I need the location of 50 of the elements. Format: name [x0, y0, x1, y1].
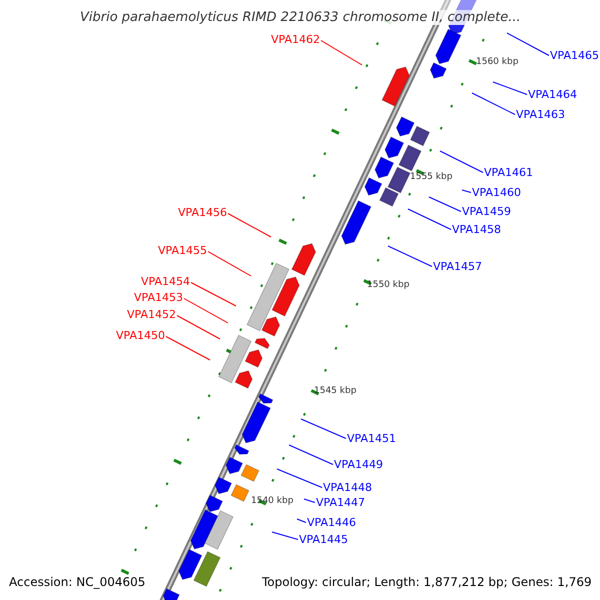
leader-line	[428, 196, 462, 212]
leader-line	[183, 298, 228, 324]
gene-label: VPA1446	[307, 517, 356, 528]
gene-label: VPA1458	[452, 224, 501, 235]
leader-line	[320, 40, 362, 66]
gene-label: VPA1452	[127, 309, 176, 320]
leader-line	[272, 532, 298, 540]
scale-label: 1560 kbp	[476, 58, 518, 67]
gene-label: VPA1456	[178, 207, 227, 218]
leader-line	[190, 282, 236, 306]
leader-line	[440, 150, 484, 173]
gene-label: VPA1459	[462, 206, 511, 217]
scale-label: 1555 kbp	[410, 173, 452, 182]
gene-label: VPA1445	[299, 534, 348, 545]
map-title: Vibrio parahaemolyticus RIMD 2210633 chromosome II, complete...	[80, 10, 521, 25]
leader-line	[165, 336, 210, 360]
leader-line	[388, 246, 432, 267]
leader-line	[176, 315, 220, 340]
gene-label: VPA1462	[271, 34, 320, 45]
leader-line	[300, 418, 346, 439]
scale-label: 1545 kbp	[314, 387, 356, 396]
scale-label: 1550 kbp	[367, 281, 410, 290]
gene-label: VPA1465	[550, 50, 599, 61]
leader-line	[462, 190, 472, 193]
leader-line	[207, 251, 252, 276]
gene-label: VPA1450	[116, 330, 165, 341]
gene-label: VPA1464	[528, 89, 577, 100]
gene-label: VPA1453	[134, 292, 183, 303]
leader-line	[492, 82, 528, 95]
leader-line	[408, 208, 452, 230]
gene-label: VPA1451	[347, 433, 396, 444]
gene-label: VPA1448	[323, 482, 372, 493]
gene-label: VPA1449	[334, 459, 383, 470]
leader-line	[288, 444, 334, 465]
gene-label: VPA1463	[516, 109, 565, 120]
gene-label: VPA1461	[484, 167, 533, 178]
leader-line	[276, 468, 322, 488]
gene-label: VPA1455	[158, 245, 207, 256]
accession-text: Accession: NC_004605	[9, 576, 146, 588]
scale-label: 1540 kbp	[251, 497, 294, 506]
gene-label: VPA1447	[316, 497, 365, 508]
leader-line	[472, 92, 516, 115]
leader-line	[227, 213, 272, 238]
leader-line	[304, 498, 316, 503]
leader-line	[506, 32, 550, 56]
gene-label: VPA1460	[472, 187, 521, 198]
summary-text: Topology: circular; Length: 1,877,212 bp; Genes: 1,769	[262, 576, 592, 588]
gene-label: VPA1454	[141, 276, 190, 287]
leader-line	[296, 518, 306, 523]
gene-label: VPA1457	[433, 261, 482, 272]
